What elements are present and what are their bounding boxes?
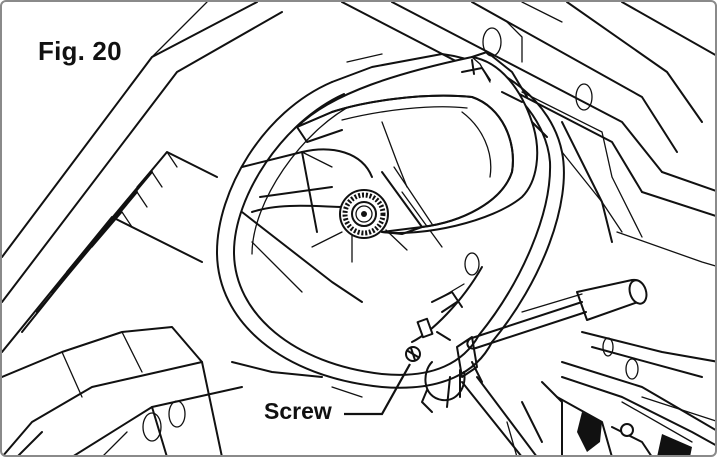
upper-right-housing xyxy=(341,2,715,267)
lower-right-linkage xyxy=(421,331,715,455)
screw-callout-label: Screw xyxy=(264,398,332,424)
screwdriver xyxy=(466,278,648,350)
figure-number: Fig. 20 xyxy=(38,36,122,66)
lower-mount xyxy=(168,252,483,428)
screw-callout-leader xyxy=(344,363,411,416)
screw xyxy=(405,346,421,362)
chute-deflector xyxy=(296,51,548,235)
left-housing xyxy=(2,2,283,455)
impeller-interior xyxy=(241,148,443,303)
